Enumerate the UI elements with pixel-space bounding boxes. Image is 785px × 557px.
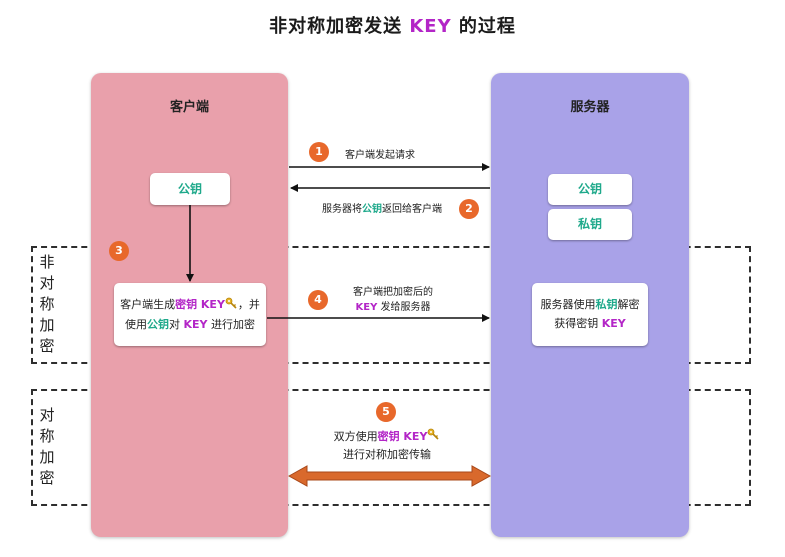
decrypt-text: 服务器使用 [540, 298, 596, 311]
server-public-key-box: 公钥 [548, 174, 632, 205]
key-icon [427, 428, 440, 446]
decrypt-private-key-text: 私钥 [595, 298, 618, 311]
gen-line-2: 使用公钥对 KEY 进行加密 [114, 315, 266, 334]
step-badge-4: 4 [308, 290, 328, 310]
step-badge-1: 1 [309, 142, 329, 162]
server-title: 服务器 [570, 100, 610, 115]
label-char: 密 [39, 469, 55, 487]
decrypt-line-1: 服务器使用私钥解密 [532, 295, 648, 314]
gen-line-1: 客户端生成密钥 KEY ，并 [114, 295, 266, 315]
server-decrypt-box: 服务器使用私钥解密 获得密钥 KEY [532, 283, 648, 346]
step-5-part: 双方使用 [333, 430, 378, 443]
client-public-key-box: 公钥 [150, 173, 230, 205]
gen-key-text: KEY [183, 317, 208, 331]
gen-text: 对 [168, 317, 184, 331]
decrypt-text: 获得密钥 [554, 317, 602, 330]
step-badge-2: 2 [459, 199, 479, 219]
gen-key-text: 密钥 KEY [175, 298, 225, 311]
label-char: 非 [39, 253, 55, 271]
label-char: 加 [39, 316, 55, 334]
decrypt-line-2: 获得密钥 KEY [532, 314, 648, 333]
client-generate-key-box: 客户端生成密钥 KEY ，并 使用公钥对 KEY 进行加密 [114, 283, 266, 346]
step-4-part: 发给服务器 [377, 302, 431, 313]
label-char: 密 [39, 337, 55, 355]
asymmetric-section-label: 非 对 称 加 密 [36, 252, 58, 357]
step-4-key: KEY [355, 302, 378, 313]
step-5-text: 双方使用密钥 KEY 进行对称加密传输 [316, 428, 458, 464]
step-2-part: 服务器将 [322, 204, 362, 215]
double-arrow-symmetric [287, 465, 492, 487]
symmetric-section-box [31, 389, 751, 506]
title-prefix: 非对称加密发送 [269, 16, 410, 37]
gen-public-key-text: 公钥 [146, 317, 169, 331]
label-char: 称 [39, 427, 55, 445]
step-5-key: 密钥 KEY [377, 430, 428, 443]
key-icon [225, 296, 238, 315]
gen-text: 进行加密 [207, 317, 255, 331]
step-badge-5: 5 [376, 402, 396, 422]
gen-text: 客户端生成 [120, 298, 176, 311]
label-char: 加 [39, 448, 55, 466]
diagram-title: 非对称加密发送 KEY 的过程 [0, 12, 785, 38]
gen-text: 使用 [124, 317, 147, 331]
step-4-text: 客户端把加密后的 KEY 发给服务器 [333, 285, 453, 315]
asymmetric-section-box [31, 246, 751, 364]
label-char: 对 [39, 274, 55, 292]
step-5-line-1: 双方使用密钥 KEY [316, 428, 458, 446]
step-badge-3: 3 [109, 241, 129, 261]
gen-text: ，并 [237, 298, 260, 311]
title-suffix: 的过程 [451, 16, 516, 37]
symmetric-section-label: 对 称 加 密 [36, 405, 58, 489]
step-1-text: 客户端发起请求 [345, 150, 415, 161]
label-char: 对 [39, 406, 55, 424]
step-4-line-1: 客户端把加密后的 [353, 287, 433, 298]
title-key: KEY [409, 16, 452, 37]
step-5-line-2: 进行对称加密传输 [343, 448, 431, 461]
step-2-text: 服务器将公钥返回给客户端 [322, 200, 442, 215]
client-title: 客户端 [169, 100, 209, 115]
decrypt-key-text: KEY [601, 317, 626, 330]
server-private-key-box: 私钥 [548, 209, 632, 240]
label-char: 称 [39, 295, 55, 313]
decrypt-text: 解密 [617, 298, 640, 311]
step-2-public-key: 公钥 [362, 204, 382, 215]
step-2-part: 返回给客户端 [382, 204, 442, 215]
step-4-line-2: KEY 发给服务器 [333, 300, 453, 315]
